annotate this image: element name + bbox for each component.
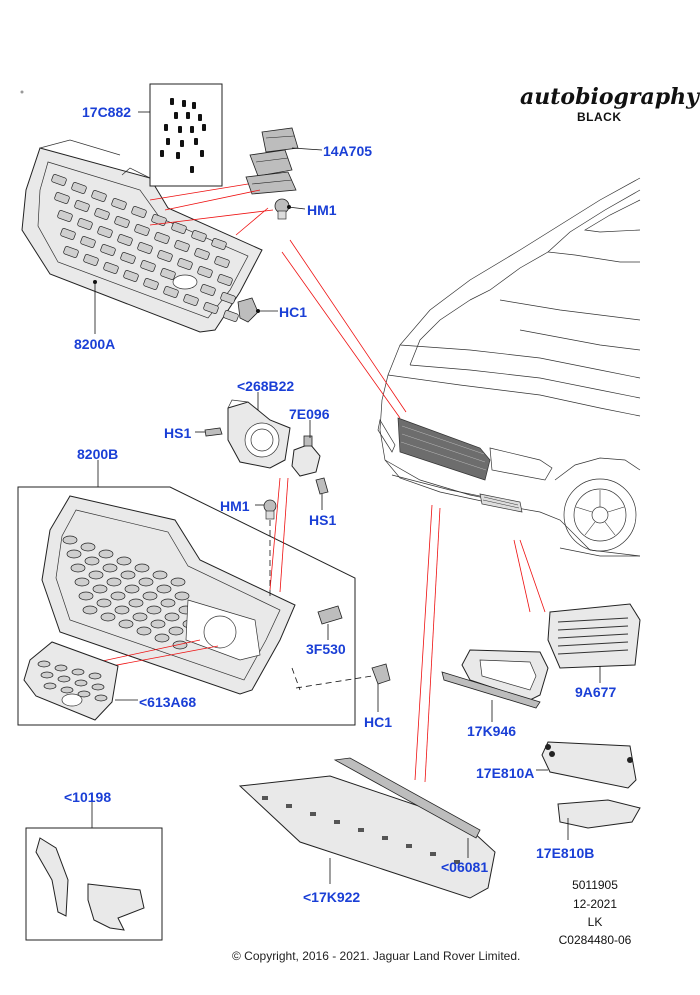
callout-3f530[interactable]: 3F530 (306, 641, 346, 657)
callout-hm1-top[interactable]: HM1 (307, 202, 337, 218)
callout-10198[interactable]: <10198 (64, 789, 112, 805)
callout-hc1-bottom[interactable]: HC1 (364, 714, 393, 730)
clip-hc1-bottom[interactable] (291, 663, 391, 712)
info-initials: LK (587, 915, 603, 929)
callout-hs1-left[interactable]: HS1 (164, 425, 192, 441)
seal-strip-06081[interactable] (333, 757, 481, 858)
screw-hs1-left[interactable] (195, 427, 223, 437)
brand-logo-sub: BLACK (577, 110, 622, 124)
bracket-17e810a[interactable] (536, 741, 637, 789)
callout-hs1-right[interactable]: HS1 (309, 512, 337, 528)
trim-17k946[interactable] (441, 649, 549, 722)
callout-7e096[interactable]: 7E096 (289, 406, 330, 422)
sensor-7e096[interactable] (291, 420, 321, 477)
info-code: 5011905 (572, 878, 618, 892)
bracket-17e810b[interactable] (557, 799, 641, 840)
grille-assembly-8200a[interactable] (21, 139, 263, 333)
fastener-hm1-top[interactable] (274, 198, 290, 220)
grille-kit-8200b-panel (17, 460, 356, 726)
undertray-17k922[interactable] (238, 775, 496, 899)
callout-9a677[interactable]: 9A677 (575, 684, 617, 700)
callout-613a68[interactable]: <613A68 (139, 694, 197, 710)
screw-hs1-right[interactable] (315, 477, 329, 510)
callout-14a705[interactable]: 14A705 (323, 143, 373, 159)
leaders-top (94, 111, 323, 334)
callout-17k922[interactable]: <17K922 (303, 889, 361, 905)
callout-17e810a[interactable]: 17E810A (476, 765, 535, 781)
fastener-hm1-mid[interactable] (255, 499, 277, 596)
callout-8200a[interactable]: 8200A (74, 336, 116, 352)
connector-3f530[interactable] (317, 605, 343, 640)
red-leaders-top (149, 183, 546, 783)
bracket-10198-left[interactable] (35, 837, 69, 917)
callout-17k946[interactable]: 17K946 (467, 723, 517, 739)
grille-insert-613a68[interactable] (23, 641, 138, 721)
callout-268b22[interactable]: <268B22 (237, 378, 295, 394)
brand-logo-text: autobiography (520, 84, 699, 110)
callout-17e810b[interactable]: 17E810B (536, 845, 595, 861)
callout-hm1-mid[interactable]: HM1 (220, 498, 250, 514)
callout-8200b[interactable]: 8200B (77, 446, 119, 462)
callout-17c882[interactable]: 17C882 (82, 104, 132, 120)
callout-hc1-top[interactable]: HC1 (279, 304, 308, 320)
fog-lamp-bezel-9a677[interactable] (547, 603, 641, 683)
vehicle-illustration (377, 177, 641, 557)
clip-hc1-top[interactable] (237, 297, 259, 323)
copyright-footer: © Copyright, 2016 - 2021. Jaguar Land Ro… (232, 949, 521, 963)
info-date: 12-2021 (572, 897, 618, 911)
grille-8200b[interactable] (41, 495, 296, 695)
bracket-10198-right[interactable] (87, 883, 145, 931)
callout-06081[interactable]: <06081 (441, 859, 489, 875)
camera-bracket-268b22[interactable] (227, 392, 291, 469)
info-reference: C0284480-06 (558, 933, 632, 947)
fastener-kit-17c882[interactable] (149, 83, 223, 187)
badge-14a705[interactable] (245, 127, 299, 195)
